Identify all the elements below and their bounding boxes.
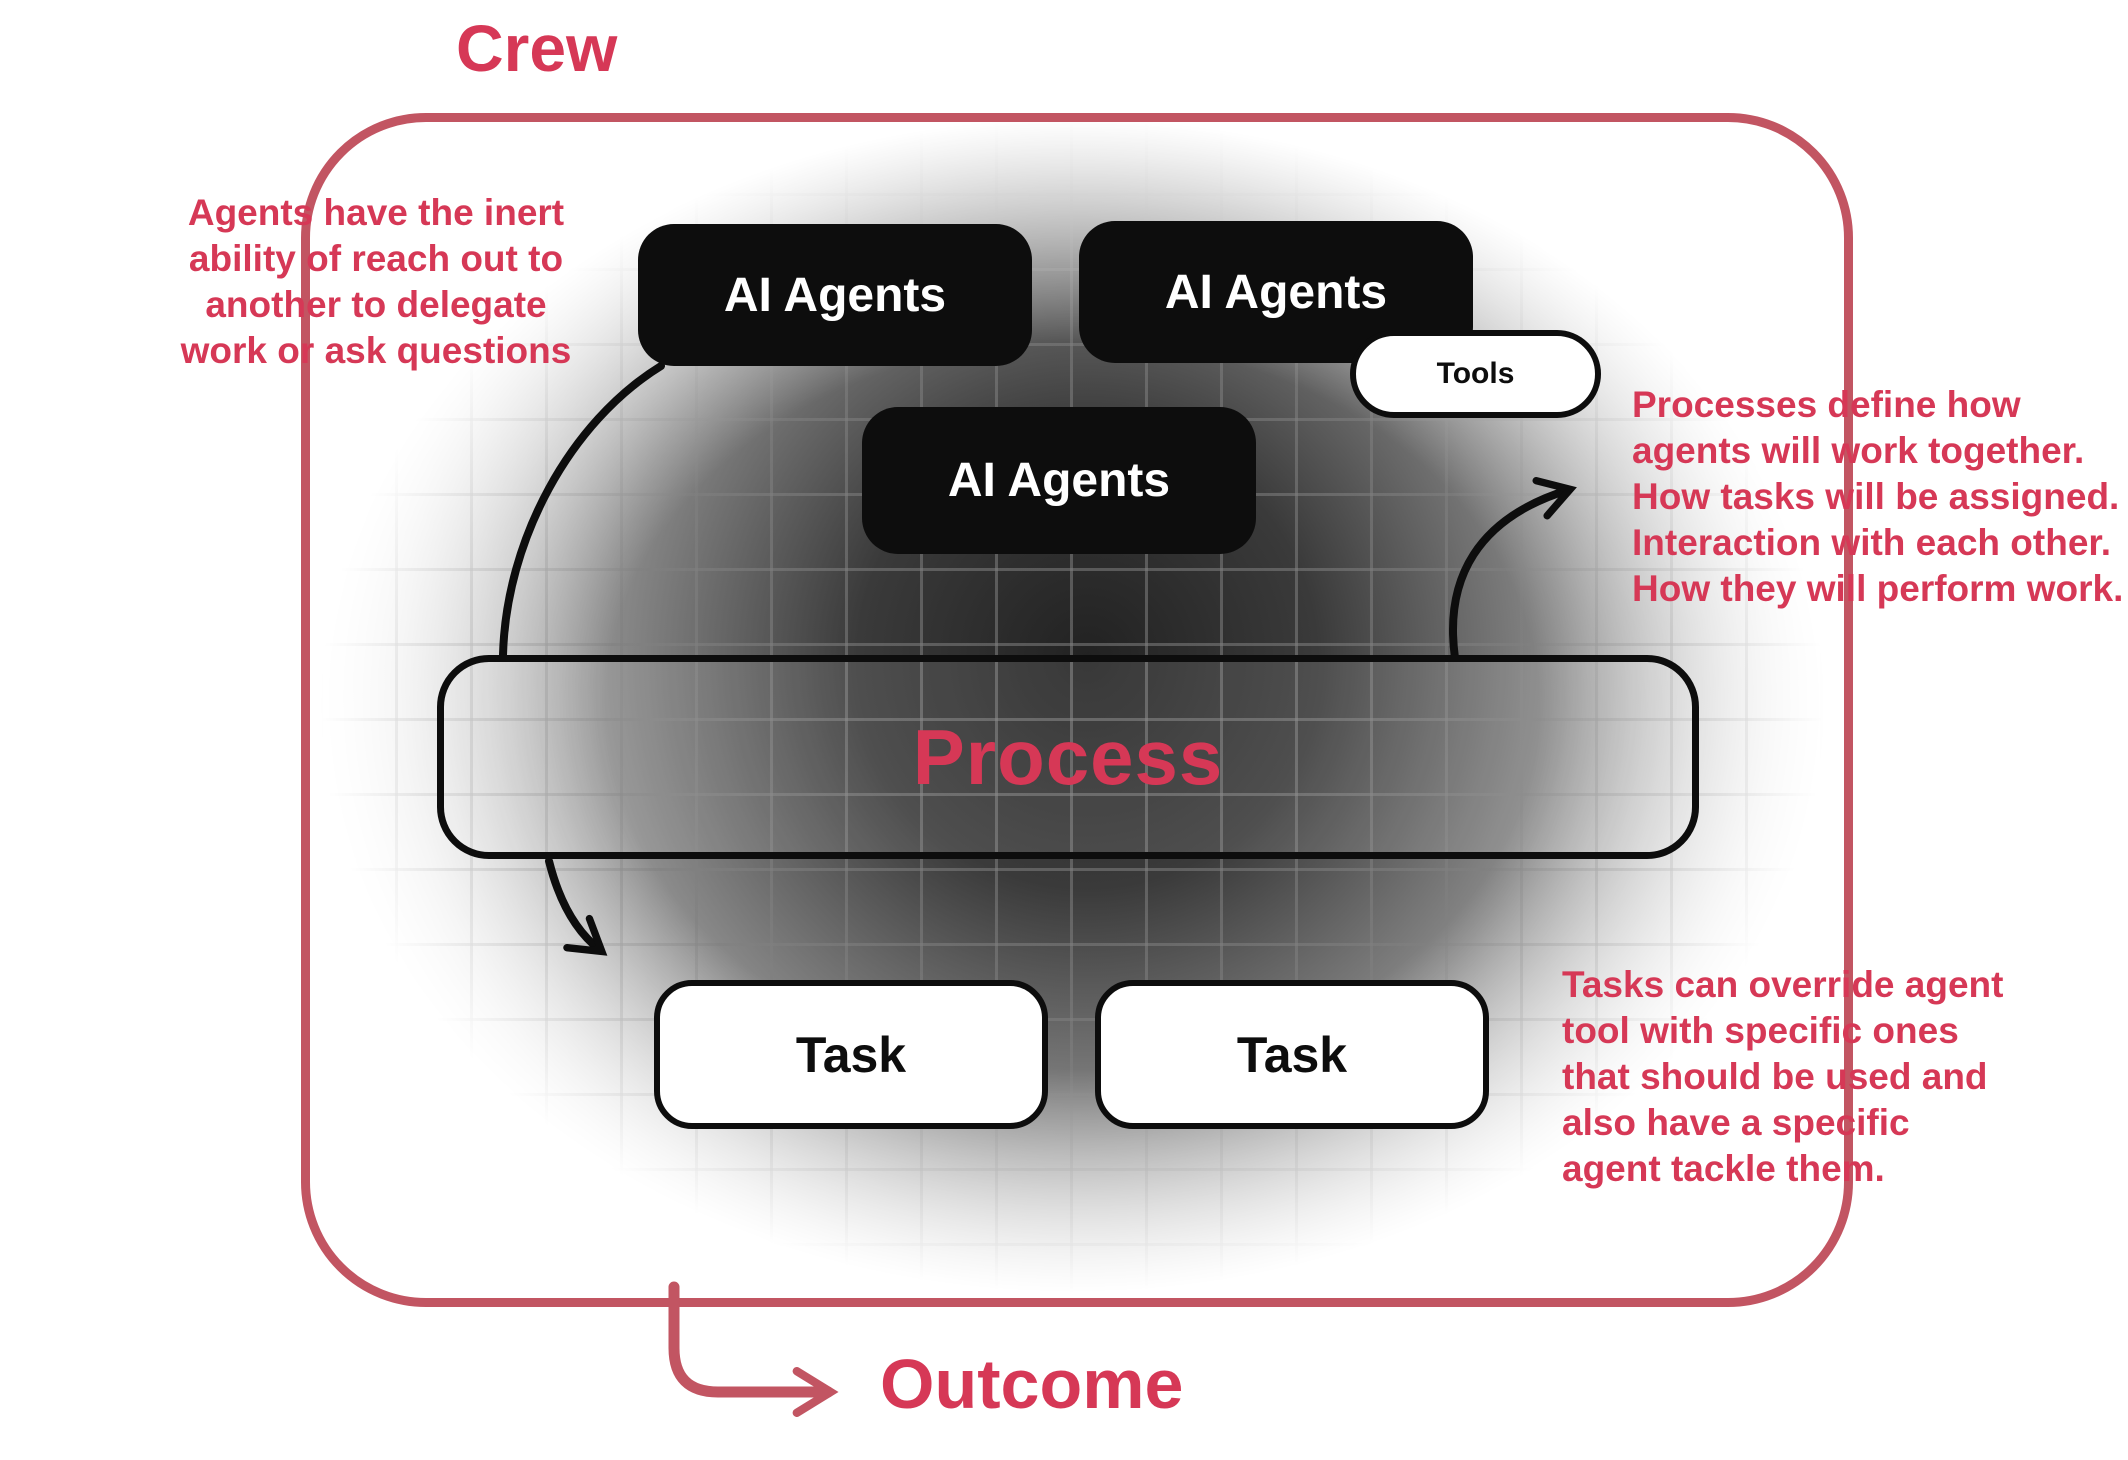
grid-background xyxy=(320,118,1825,1293)
ai-agents-box-1-label: AI Agents xyxy=(723,268,947,322)
task-box-1: Task xyxy=(654,980,1048,1129)
agents-delegation-note: Agents have the inert ability of reach o… xyxy=(180,192,572,371)
task-box-1-label: Task xyxy=(795,1026,907,1083)
ai-agents-box-2-label: AI Agents xyxy=(1164,265,1388,319)
process-bar-label: Process xyxy=(912,712,1224,801)
task-box-2-label: Task xyxy=(1236,1026,1348,1083)
ai-agents-box-1: AI Agents xyxy=(638,224,1032,366)
crew-boundary xyxy=(301,113,1853,1307)
outcome-label: Outcome xyxy=(880,1345,1184,1423)
process-bar: Process xyxy=(437,655,1699,859)
ai-agents-box-2: AI Agents xyxy=(1079,221,1473,363)
process-definition-note: Processes define how agents will work to… xyxy=(1632,384,2124,609)
ai-agents-box-3: AI Agents xyxy=(862,407,1256,554)
crew-title: Crew xyxy=(456,11,618,85)
task-override-note: Tasks can override agent tool with speci… xyxy=(1562,964,2004,1189)
task-box-2: Task xyxy=(1095,980,1489,1129)
tools-pill: Tools xyxy=(1350,330,1601,418)
ai-agents-box-3-label: AI Agents xyxy=(947,454,1171,507)
tools-pill-label: Tools xyxy=(1436,357,1515,390)
